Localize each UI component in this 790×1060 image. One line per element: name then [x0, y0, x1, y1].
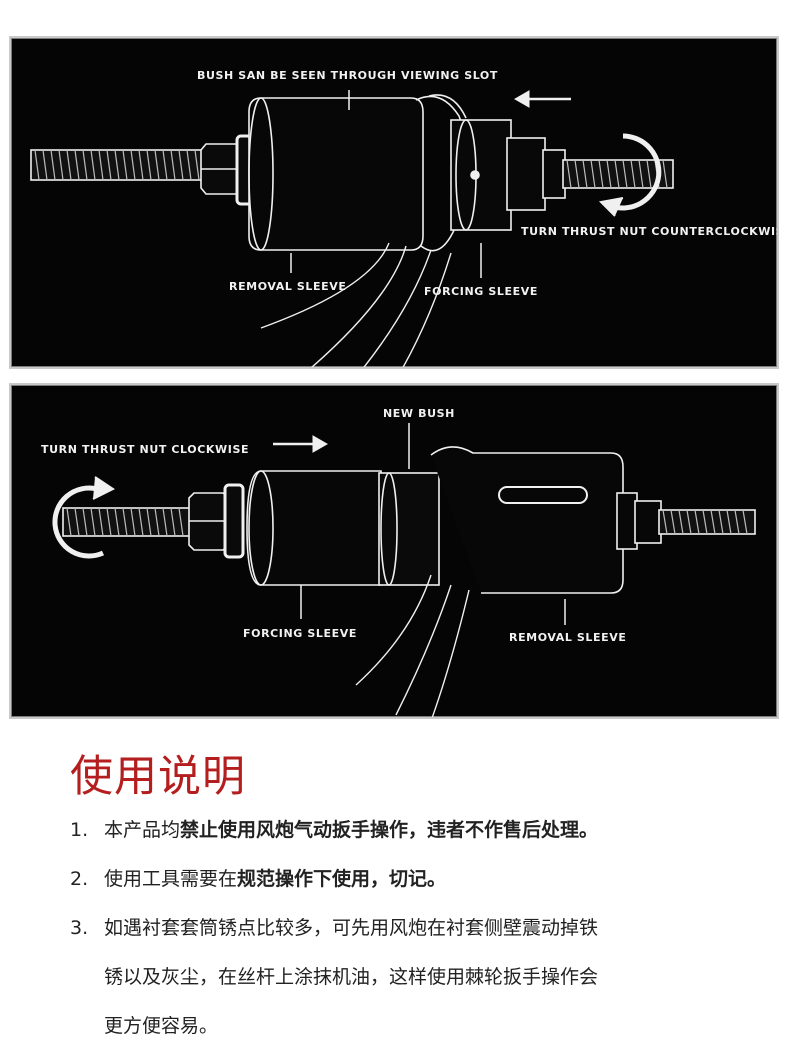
label-removal-sleeve: REMOVAL SLEEVE [509, 631, 627, 644]
clockwise-arrow-icon [52, 476, 115, 559]
right-arrow-icon [273, 435, 329, 453]
item-text: 使用工具需要在 [104, 868, 238, 890]
forcing-sleeve-flange [415, 94, 566, 252]
left-arrow-icon [513, 90, 571, 108]
installation-diagram [52, 423, 756, 717]
threaded-rod-right [658, 509, 756, 535]
item-text-bold: 禁止使用风炮气动扳手操作，违者不作售后处理。 [180, 819, 599, 841]
item-text-bold: 规范操作下使用，切记。 [237, 868, 447, 890]
washer [223, 483, 245, 559]
item-text-line-2: 锈以及灰尘，在丝杆上涂抹机油，这样使用棘轮扳手操作会 [104, 966, 599, 988]
item-number: 3. [70, 917, 89, 939]
hose-lines [355, 574, 470, 717]
label-turn-counterclockwise: TURN THRUST NUT COUNTERCLOCKWISE [521, 225, 779, 238]
item-number: 2. [70, 868, 89, 890]
counterclockwise-arrow-icon [598, 133, 662, 217]
hose-lines [260, 242, 452, 367]
removal-sleeve-body [430, 446, 662, 594]
diagram-panel-removal: BUSH SAN BE SEEN THROUGH VIEWING SLOT TU… [9, 36, 779, 369]
new-bush [378, 472, 440, 586]
instruction-item-1: 1. 本产品均禁止使用风炮气动扳手操作，违者不作售后处理。 [70, 806, 764, 855]
item-text-line-1: 如遇衬套套筒锈点比较多，可先用风炮在衬套侧壁震动掉铁 [104, 917, 599, 939]
forcing-sleeve-body [246, 470, 382, 586]
label-turn-clockwise: TURN THRUST NUT CLOCKWISE [41, 443, 250, 456]
diagram-panel-installation: NEW BUSH TURN THRUST NUT CLOCKWISE FORCI… [9, 383, 779, 719]
label-removal-sleeve: REMOVAL SLEEVE [229, 280, 347, 293]
label-viewing-slot: BUSH SAN BE SEEN THROUGH VIEWING SLOT [197, 69, 498, 82]
instruction-item-3: 3. 如遇衬套套筒锈点比较多，可先用风炮在衬套侧壁震动掉铁 锈以及灰尘，在丝杆上… [70, 904, 764, 1051]
removal-diagram [30, 90, 674, 367]
removal-sleeve-body [248, 97, 424, 251]
threaded-rod-left [30, 149, 210, 181]
item-text: 本产品均 [104, 819, 181, 841]
threaded-rod-left [62, 507, 192, 537]
label-new-bush: NEW BUSH [383, 407, 455, 420]
item-number: 1. [70, 819, 89, 841]
label-forcing-sleeve: FORCING SLEEVE [424, 285, 538, 298]
instructions-title: 使用说明 [70, 752, 246, 802]
instruction-item-2: 2. 使用工具需要在规范操作下使用，切记。 [70, 855, 764, 904]
label-forcing-sleeve: FORCING SLEEVE [243, 627, 357, 640]
item-text-line-3: 更方便容易。 [104, 1015, 219, 1037]
